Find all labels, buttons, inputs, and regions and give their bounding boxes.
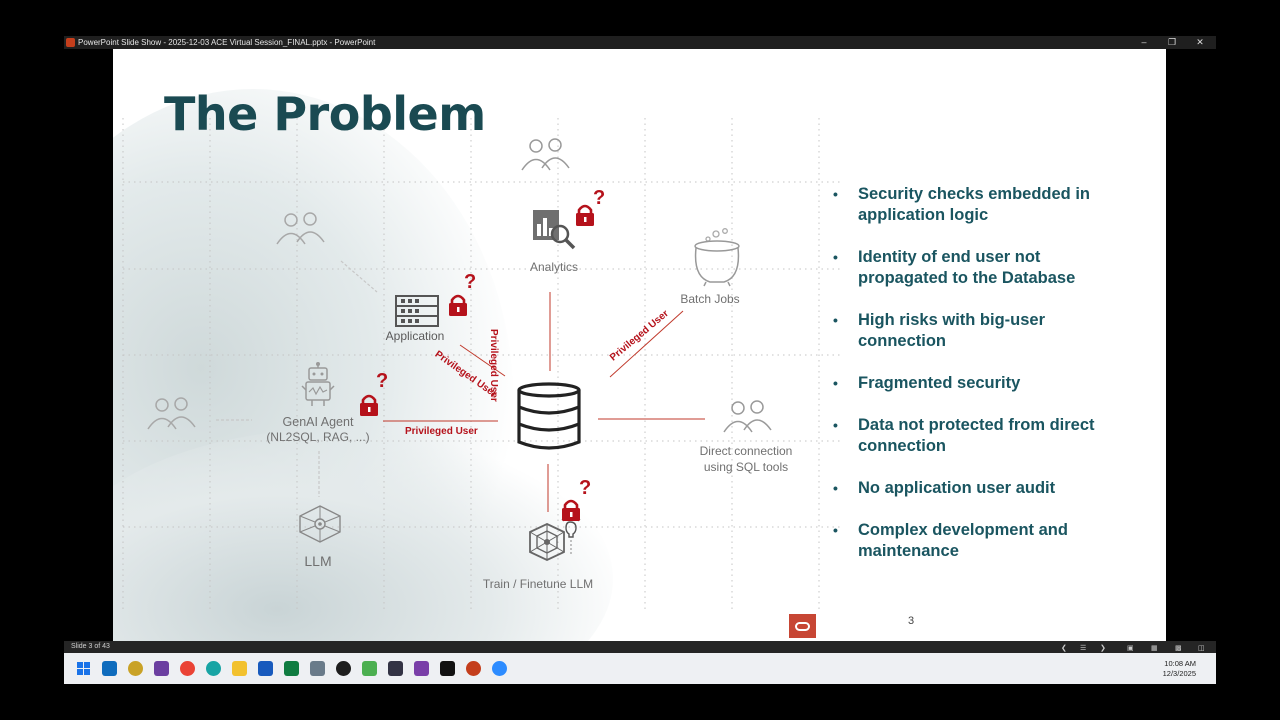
database-icon xyxy=(517,382,581,450)
reading-view-icon[interactable]: ▩ xyxy=(1175,645,1182,652)
zoom-icon[interactable] xyxy=(492,661,507,676)
dotted-grid xyxy=(122,118,843,609)
direct-connection-sublabel: using SQL tools xyxy=(703,460,789,474)
slide-canvas: The Problem xyxy=(113,49,1166,641)
bullet-item: •Identity of end user not propagated to … xyxy=(833,248,1076,287)
app-icon[interactable] xyxy=(388,661,403,676)
excel-icon[interactable] xyxy=(284,661,299,676)
bullet-item: •No application user audit xyxy=(833,479,1056,497)
genai-agent-sublabel: (NL2SQL, RAG, ...) xyxy=(266,430,370,444)
robot-icon xyxy=(301,362,335,406)
users-icon xyxy=(723,400,772,433)
bullet-item: •High risks with big-user connection xyxy=(833,311,1046,350)
outlook-icon[interactable] xyxy=(102,661,117,676)
users-icon xyxy=(147,397,196,430)
problem-bullet-list: •Security checks embedded in application… xyxy=(831,184,1131,583)
system-clock: 10:08 AM 12/3/2025 xyxy=(1146,659,1196,679)
users-icon xyxy=(276,212,325,245)
chrome-icon[interactable] xyxy=(180,661,195,676)
analytics-label: Analytics xyxy=(529,260,579,274)
powerpoint-taskbar-icon[interactable] xyxy=(466,661,481,676)
slideshow-status-bar: Slide 3 of 43 ❮ ☰ ❯ ▣ ▦ ▩ ◫ xyxy=(64,641,1216,653)
edge-icon[interactable] xyxy=(206,661,221,676)
question-mark: ? xyxy=(593,187,606,209)
lock-icon xyxy=(360,394,378,416)
connection-lines xyxy=(216,260,705,512)
lock-icon xyxy=(562,499,580,521)
app-icon[interactable] xyxy=(336,661,351,676)
next-slide-icon[interactable]: ❯ xyxy=(1100,645,1106,652)
batch-jobs-label: Batch Jobs xyxy=(680,292,740,306)
powerpoint-window: PowerPoint Slide Show - 2025-12-03 ACE V… xyxy=(64,36,1216,684)
terminal-icon[interactable] xyxy=(440,661,455,676)
window-title: PowerPoint Slide Show - 2025-12-03 ACE V… xyxy=(78,38,376,47)
file-explorer-icon[interactable] xyxy=(232,661,247,676)
bullet-item: •Security checks embedded in application… xyxy=(833,185,1091,224)
word-icon[interactable] xyxy=(258,661,273,676)
slide-menu-icon[interactable]: ☰ xyxy=(1080,645,1087,652)
title-bar: PowerPoint Slide Show - 2025-12-03 ACE V… xyxy=(64,36,1216,49)
app-icon[interactable] xyxy=(362,661,377,676)
slide-sorter-icon[interactable]: ▦ xyxy=(1151,645,1158,652)
application-label: Application xyxy=(385,329,445,343)
powerpoint-icon xyxy=(66,38,75,47)
previous-slide-icon[interactable]: ❮ xyxy=(1061,645,1067,652)
slack-icon[interactable] xyxy=(154,661,169,676)
app-icon[interactable] xyxy=(414,661,429,676)
oracle-logo xyxy=(789,614,816,638)
question-mark: ? xyxy=(464,271,477,293)
slide-title: The Problem xyxy=(164,87,486,141)
bullet-item: •Fragmented security xyxy=(833,374,1021,392)
privileged-user-label: Privileged User xyxy=(405,426,478,437)
train-finetune-label: Train / Finetune LLM xyxy=(482,577,594,591)
question-mark: ? xyxy=(579,477,592,499)
minimize-button[interactable]: – xyxy=(1141,37,1147,47)
start-button-icon[interactable] xyxy=(77,662,90,675)
server-icon xyxy=(395,295,439,327)
calculator-icon[interactable] xyxy=(310,661,325,676)
windows-taskbar: 10:08 AM 12/3/2025 xyxy=(64,653,1216,684)
llm-label: LLM xyxy=(304,553,332,569)
neural-network-icon xyxy=(299,505,341,543)
lock-icon xyxy=(449,294,467,316)
users-icon xyxy=(521,138,570,171)
lock-icon xyxy=(576,204,594,226)
question-mark: ? xyxy=(376,370,389,392)
training-icon xyxy=(529,517,581,561)
genai-agent-label: GenAI Agent xyxy=(282,415,354,429)
close-button[interactable]: ✕ xyxy=(1196,37,1204,47)
slide-page-number: 3 xyxy=(908,615,915,627)
direct-connection-label: Direct connection xyxy=(699,444,793,458)
restore-button[interactable]: ❐ xyxy=(1167,37,1177,47)
clock-time: 10:08 AM xyxy=(1164,659,1196,668)
app-icon[interactable] xyxy=(128,661,143,676)
normal-view-icon[interactable]: ▣ xyxy=(1127,645,1134,652)
bullet-item: •Complex development and maintenance xyxy=(833,521,1068,560)
bullet-item: •Data not protected from direct connecti… xyxy=(833,416,1095,455)
slide-counter: Slide 3 of 43 xyxy=(71,643,110,650)
presenter-view-icon[interactable]: ◫ xyxy=(1198,645,1205,652)
analytics-icon xyxy=(533,210,576,250)
clock-date: 12/3/2025 xyxy=(1162,669,1196,678)
cauldron-icon xyxy=(694,228,740,287)
